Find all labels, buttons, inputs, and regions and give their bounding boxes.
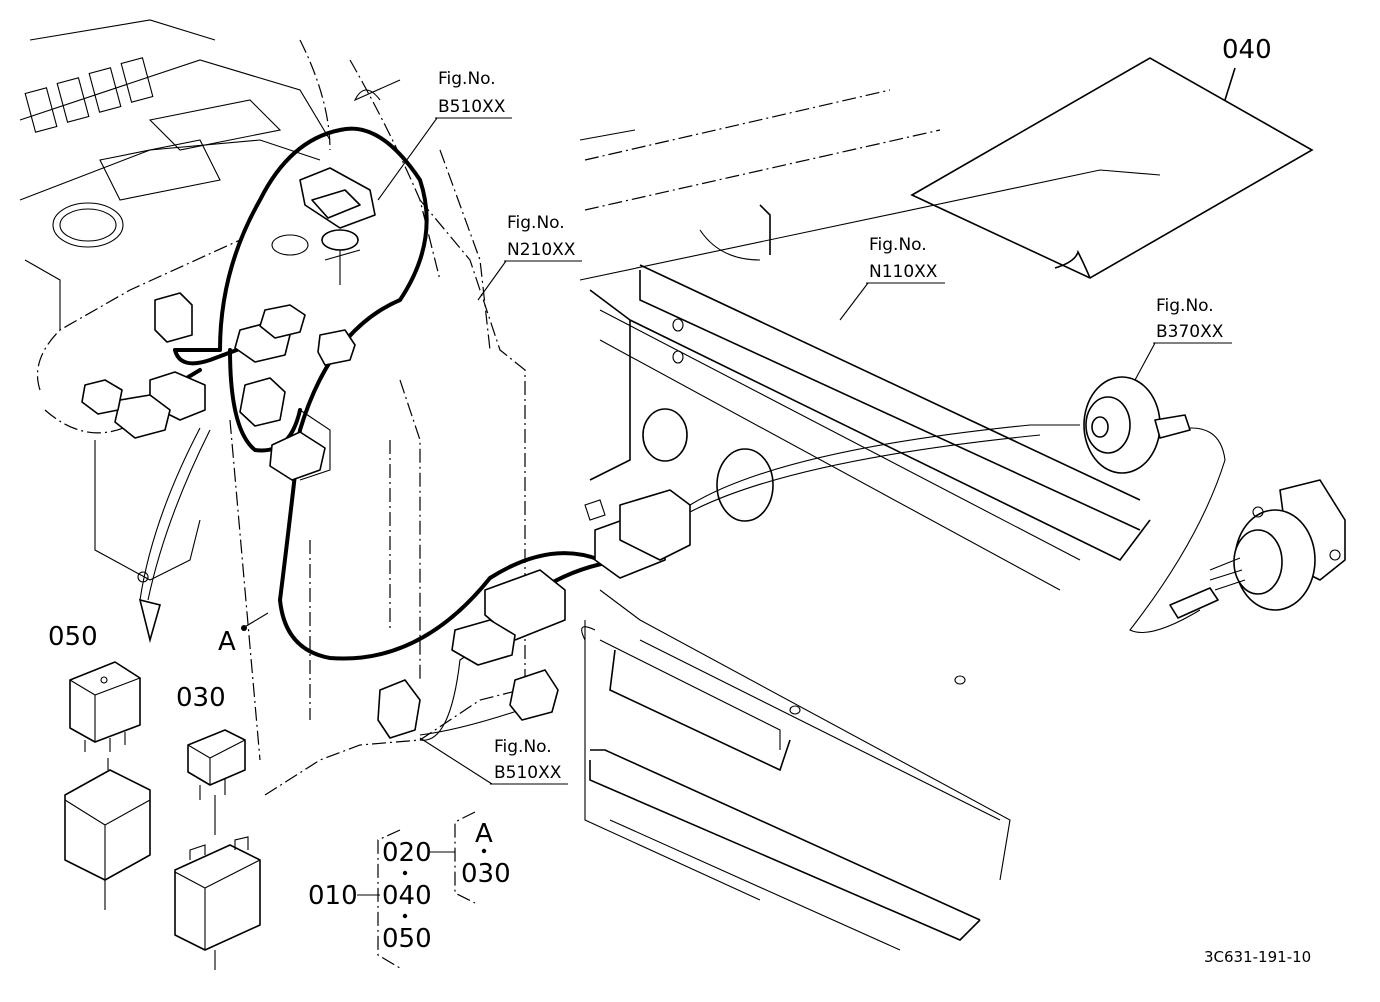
fig-callout-n110: Fig.No. N110XX (839, 235, 945, 321)
fig-number-b510-top: B510XX (438, 97, 506, 117)
fig-callout-b370: Fig.No. B370XX (1134, 296, 1232, 381)
grommet (1083, 376, 1191, 474)
fig-label: Fig.No. (438, 69, 496, 89)
ref-label-a: A (218, 627, 236, 657)
part-label-030: 030 (176, 683, 226, 713)
dashboard-panel (19, 19, 441, 583)
fig-label: Fig.No. (507, 213, 565, 233)
tree-part-050: 050 (382, 924, 432, 954)
tree-part-040: 040 (382, 881, 432, 911)
frame-structure (229, 149, 526, 796)
key-switch (299, 167, 376, 285)
fig-number-b510-bottom: B510XX (494, 763, 562, 783)
fig-number-b370: B370XX (1156, 322, 1224, 342)
thin-wiring (353, 79, 1226, 741)
part-label-050: 050 (48, 622, 98, 652)
fig-number-n210: N210XX (507, 240, 576, 260)
connectors (81, 292, 691, 739)
socket-assembly (1169, 479, 1346, 619)
pointer-arrow (138, 427, 211, 644)
fuse-030: 030 (174, 683, 261, 970)
fig-label: Fig.No. (494, 737, 552, 757)
relay-050: 050 (48, 622, 151, 910)
fig-number-n110: N110XX (869, 262, 938, 282)
decal-sheet-040: 040 (910, 35, 1314, 279)
fig-callout-b510-bottom: Fig.No. B510XX (419, 737, 568, 785)
part-label-040: 040 (1222, 35, 1272, 65)
fig-label: Fig.No. (869, 235, 927, 255)
drawing-code: 3C631-191-10 (1204, 948, 1311, 966)
tree-part-030: 030 (461, 859, 511, 889)
ref-point-a: A (218, 612, 269, 657)
fig-callout-b510-top: Fig.No. B510XX (377, 69, 512, 201)
tree-part-020: 020 (382, 838, 432, 868)
tree-part-010: 010 (308, 881, 358, 911)
right-chassis (579, 89, 1161, 951)
tree-ref-a: A (475, 819, 493, 849)
part-tree: 010 020 040 050 A 030 (308, 811, 511, 969)
fig-callout-n210: Fig.No. N210XX (477, 213, 582, 301)
fig-label: Fig.No. (1156, 296, 1214, 316)
